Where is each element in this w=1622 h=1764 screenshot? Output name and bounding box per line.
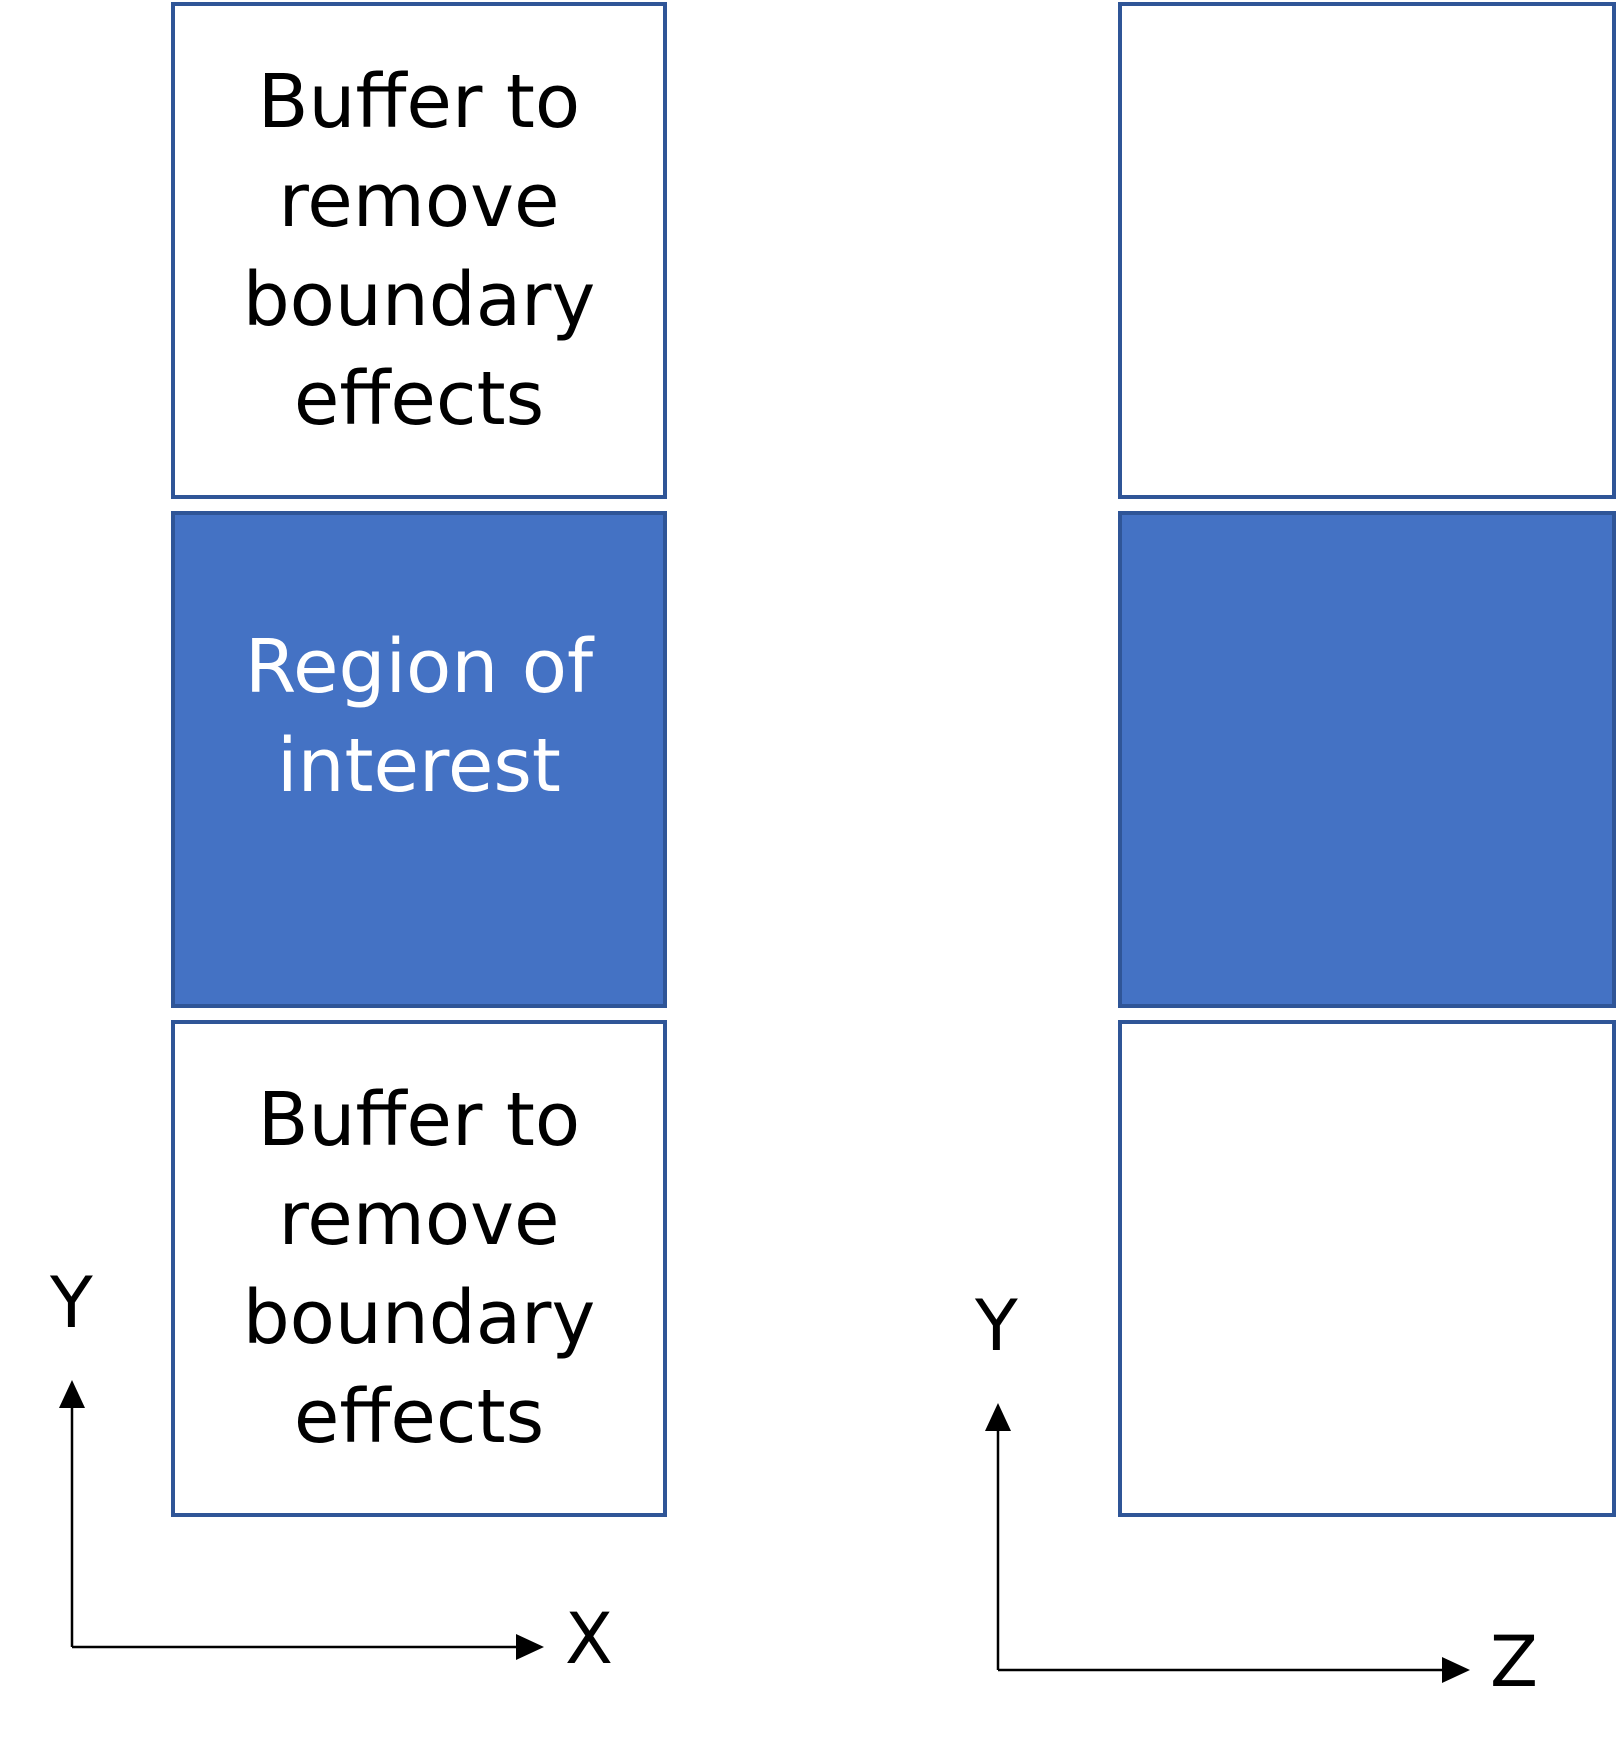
- right-region-of-interest-box: [1118, 511, 1616, 1008]
- right-bottom-buffer-box: [1118, 1020, 1616, 1517]
- right-top-buffer-box: [1118, 2, 1616, 499]
- left-y-axis-label: Y: [50, 1262, 93, 1344]
- right-y-axis-label: Y: [975, 1285, 1018, 1367]
- left-region-of-interest-box: Region of interest: [171, 511, 667, 1008]
- right-z-axis-label: Z: [1490, 1621, 1538, 1703]
- left-top-buffer-box: Buffer to remove boundary effects: [171, 2, 667, 499]
- right-z-axis-arrowhead: [1442, 1657, 1470, 1683]
- right-y-axis-arrowhead: [985, 1403, 1011, 1431]
- left-region-of-interest-label: Region of interest: [244, 623, 594, 809]
- left-top-buffer-label: Buffer to remove boundary effects: [242, 58, 596, 442]
- left-y-axis-arrowhead: [59, 1380, 85, 1408]
- left-bottom-buffer-label: Buffer to remove boundary effects: [242, 1076, 596, 1460]
- left-bottom-buffer-box: Buffer to remove boundary effects: [171, 1020, 667, 1517]
- left-x-axis-arrowhead: [516, 1634, 544, 1660]
- left-x-axis-label: X: [565, 1598, 613, 1680]
